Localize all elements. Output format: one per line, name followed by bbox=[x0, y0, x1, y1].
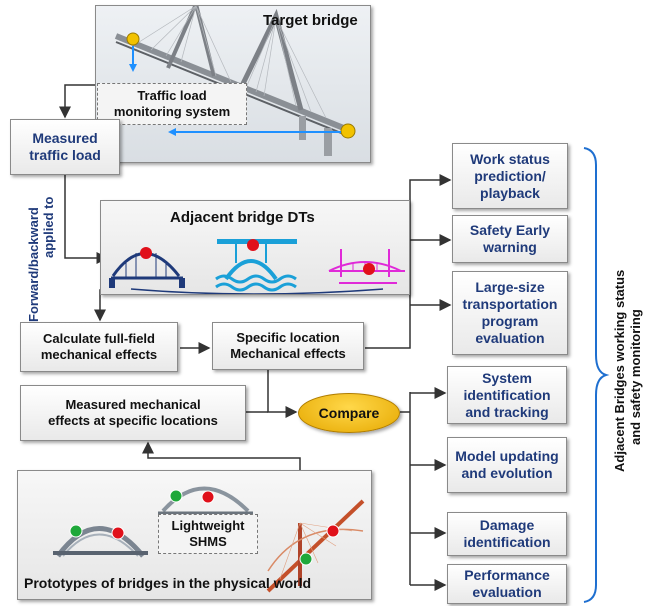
specific-location-label: Specific location Mechanical effects bbox=[230, 330, 346, 361]
traffic-load-monitoring-system: Traffic load monitoring system bbox=[97, 83, 247, 125]
traffic-load-monitoring-label: Traffic load monitoring system bbox=[113, 88, 231, 119]
calculate-full-field-box: Calculate full-field mechanical effects bbox=[20, 322, 178, 372]
specific-location-box: Specific location Mechanical effects bbox=[212, 322, 364, 370]
compare-label: Compare bbox=[318, 405, 380, 421]
target-bridge-title: Target bridge bbox=[263, 12, 358, 29]
output-system-identification: System identification and tracking bbox=[447, 366, 567, 424]
measured-mechanical-effects-label: Measured mechanical effects at specific … bbox=[48, 397, 218, 428]
output-performance-evaluation: Performance evaluation bbox=[447, 564, 567, 604]
lightweight-shms-label: Lightweight SHMS bbox=[171, 518, 245, 549]
side-label-safety-monitoring: and safety monitoring bbox=[628, 309, 643, 445]
compare-node: Compare bbox=[298, 393, 400, 433]
measured-mechanical-effects-box: Measured mechanical effects at specific … bbox=[20, 385, 246, 441]
output-model-updating-label: Model updating and evolution bbox=[455, 448, 559, 481]
calculate-full-field-label: Calculate full-field mechanical effects bbox=[40, 331, 158, 362]
adjacent-bridge-dts-title: Adjacent bridge DTs bbox=[170, 209, 315, 226]
output-large-size-transportation-label: Large-size transportation program evalua… bbox=[462, 279, 558, 346]
measured-traffic-load-label: Measured traffic load bbox=[29, 130, 101, 163]
lightweight-shms: Lightweight SHMS bbox=[158, 514, 258, 554]
forward-backward-label: Forward/backward bbox=[26, 207, 41, 322]
output-model-updating: Model updating and evolution bbox=[447, 437, 567, 493]
output-safety-warning-label: Safety Early warning bbox=[469, 222, 551, 255]
output-performance-evaluation-label: Performance evaluation bbox=[464, 567, 550, 600]
prototypes-title: Prototypes of bridges in the physical wo… bbox=[24, 575, 312, 591]
physical-bridges-illustration bbox=[53, 486, 365, 593]
adjacent-bridge-dts-panel bbox=[100, 200, 410, 295]
side-label-working-status: Adjacent Bridges working status bbox=[612, 269, 627, 472]
output-work-status-label: Work status prediction/ playback bbox=[470, 150, 550, 201]
output-work-status: Work status prediction/ playback bbox=[452, 143, 568, 209]
output-damage-identification: Damage identification bbox=[447, 512, 567, 556]
output-system-identification-label: System identification and tracking bbox=[463, 369, 551, 420]
output-large-size-transportation: Large-size transportation program evalua… bbox=[452, 271, 568, 355]
measured-traffic-load-box: Measured traffic load bbox=[10, 119, 120, 175]
output-damage-identification-label: Damage identification bbox=[463, 517, 551, 550]
applied-to-label: applied to bbox=[41, 196, 56, 258]
output-safety-warning: Safety Early warning bbox=[452, 215, 568, 263]
